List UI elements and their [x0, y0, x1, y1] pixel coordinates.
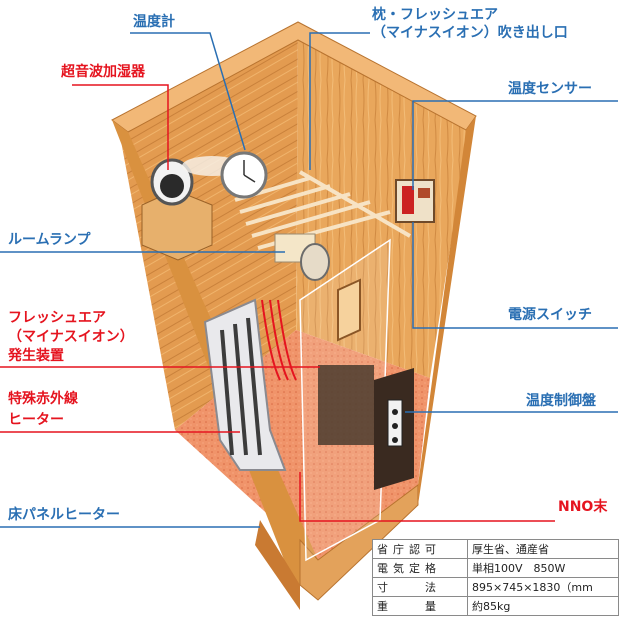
label-power-switch: 電源スイッチ [508, 307, 592, 323]
label-fresh-air-gen-3: 発生装置 [8, 348, 64, 364]
spec-value: 単相100V 850W [467, 558, 619, 578]
label-temperature-control-panel: 温度制御盤 [526, 393, 596, 409]
label-floor-panel-heater: 床パネルヒーター [8, 507, 120, 523]
spec-key: 重 量 [372, 596, 468, 616]
label-pillow-outlet-1: 枕・フレッシュエア [372, 7, 498, 23]
spec-key: 省庁認可 [372, 539, 468, 559]
label-thermometer: 温度計 [133, 14, 175, 30]
temperature-control-panel [374, 368, 414, 490]
thermometer-gauge [220, 151, 268, 199]
spec-row: 電気定格単相100V 850W [372, 558, 619, 578]
spec-key: 電気定格 [372, 558, 468, 578]
label-room-lamp: ルームランプ [8, 232, 91, 248]
inner-window [337, 278, 361, 342]
label-temperature-sensor: 温度センサー [508, 81, 592, 97]
label-nno: NNO末 [558, 499, 608, 515]
spec-value: 895×745×1830（mm [467, 577, 619, 597]
temperature-sensor-box [395, 179, 435, 223]
base-left [255, 520, 300, 610]
spec-value: 約85kg [467, 596, 619, 616]
label-fresh-air-gen-1: フレッシュエア [8, 310, 106, 326]
right-pillar [418, 116, 476, 505]
leader-lines [0, 32, 618, 528]
label-pillow-outlet-2: （マイナスイオン）吹き出し口 [372, 25, 568, 41]
label-infrared-heater-1: 特殊赤外線 [8, 391, 78, 407]
spec-row: 重 量約85kg [372, 596, 619, 616]
label-ultrasonic-humidifier: 超音波加湿器 [61, 64, 145, 80]
spec-key: 寸 法 [372, 577, 468, 597]
infrared-heater [203, 298, 297, 471]
spec-value: 厚生省、通産省 [467, 539, 619, 559]
fresh-air-device [318, 365, 374, 445]
label-fresh-air-gen-2: （マイナスイオン） [8, 329, 134, 345]
spec-row: 省庁認可厚生省、通産省 [372, 539, 619, 559]
label-infrared-heater-2: ヒーター [8, 412, 64, 428]
humidifier [141, 156, 242, 261]
room-lamp [274, 233, 330, 281]
